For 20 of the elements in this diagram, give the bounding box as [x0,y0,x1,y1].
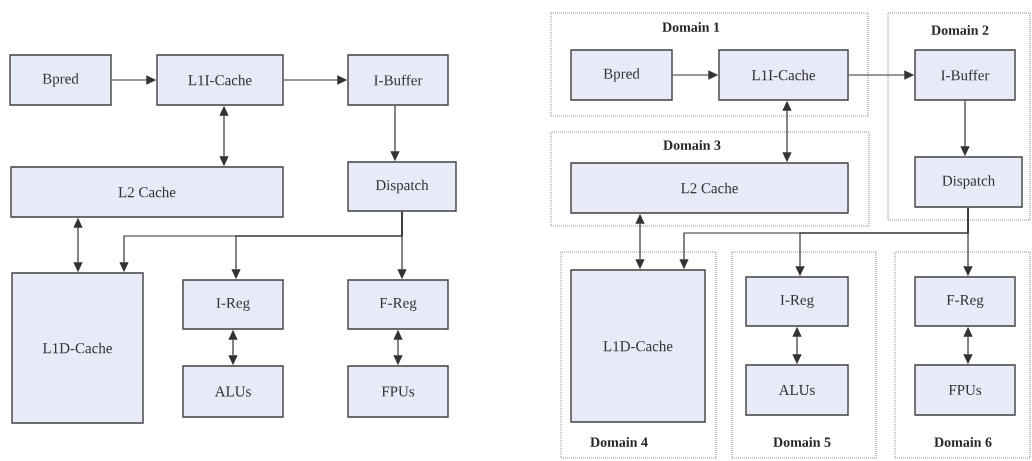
process-box: F-Reg [347,279,449,330]
process-box: L1I-Cache [156,54,284,106]
process-box: I-Buffer [347,54,449,106]
process-box: I-Buffer [914,49,1016,101]
process-box: ALUs [182,365,284,418]
process-box: F-Reg [914,276,1016,327]
process-box: L1D-Cache [570,269,706,423]
process-box: ALUs [745,364,849,416]
process-box: I-Reg [182,279,284,330]
process-box: L2 Cache [10,166,284,218]
process-box: FPUs [347,365,449,418]
process-box: L1D-Cache [11,272,144,424]
process-box: Bpred [570,49,673,101]
process-box: L1I-Cache [718,49,849,101]
process-box: L2 Cache [570,162,849,214]
process-box: Dispatch [347,161,457,212]
process-box: FPUs [914,364,1016,416]
process-box: Dispatch [914,156,1023,208]
process-box: I-Reg [745,276,849,327]
process-box: Bpred [9,54,112,106]
